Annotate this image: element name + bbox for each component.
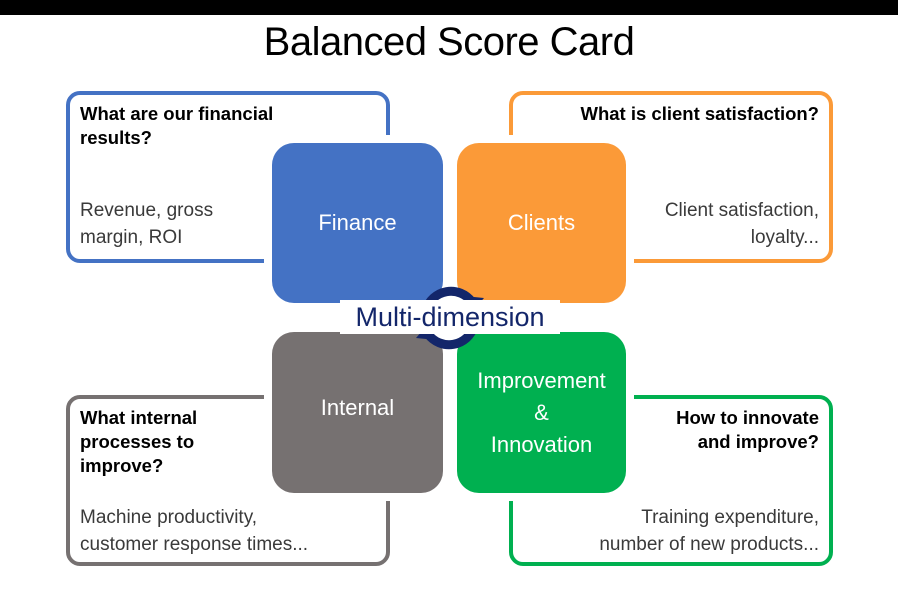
- multi-dimension-label: Multi-dimension: [340, 300, 560, 334]
- finance-question: What are our financial results?: [80, 102, 273, 150]
- improvement-tile: Improvement & Innovation: [457, 332, 626, 493]
- internal-details-line: customer response times...: [80, 534, 309, 555]
- internal-details-line: Machine productivity,: [80, 507, 258, 528]
- clients-tile-label: Clients: [507, 210, 576, 235]
- improvement-details-line: Training expenditure,: [641, 507, 819, 528]
- internal-tile: Internal: [272, 332, 443, 493]
- improvement-question: How to innovate and improve?: [676, 406, 819, 454]
- finance-details-line: Revenue, gross: [80, 200, 214, 221]
- internal-question-line: processes to: [80, 431, 195, 452]
- internal-tile-label: Internal: [320, 395, 395, 420]
- page-title: Balanced Score Card: [263, 20, 635, 64]
- improvement-tile-label: Improvement: [477, 367, 606, 393]
- clients-details-line: Client satisfaction,: [664, 200, 819, 221]
- finance-tile: Finance: [272, 143, 443, 303]
- finance-details-line: margin, ROI: [80, 227, 183, 248]
- finance-question-line: results?: [80, 127, 152, 148]
- clients-question: What is client satisfaction?: [581, 102, 820, 126]
- internal-question-line: What internal: [80, 407, 198, 428]
- internal-details: Machine productivity, customer response …: [80, 504, 308, 558]
- improvement-details-line: number of new products...: [599, 534, 819, 555]
- clients-question-line: What is client satisfaction?: [580, 103, 820, 124]
- improvement-tile-label: Innovation: [490, 431, 593, 457]
- top-bar: [0, 0, 898, 15]
- clients-details-line: loyalty...: [750, 227, 819, 248]
- internal-question-line: improve?: [80, 455, 164, 476]
- improvement-details: Training expenditure, number of new prod…: [599, 504, 819, 558]
- improvement-question-line: and improve?: [697, 431, 819, 452]
- finance-details: Revenue, gross margin, ROI: [80, 197, 213, 251]
- finance-question-line: What are our financial: [80, 103, 274, 124]
- internal-question: What internal processes to improve?: [80, 406, 197, 478]
- finance-tile-label: Finance: [318, 210, 397, 235]
- improvement-question-line: How to innovate: [676, 407, 819, 428]
- clients-details: Client satisfaction, loyalty...: [665, 197, 819, 251]
- clients-tile: Clients: [457, 143, 626, 303]
- improvement-tile-label: &: [534, 399, 549, 425]
